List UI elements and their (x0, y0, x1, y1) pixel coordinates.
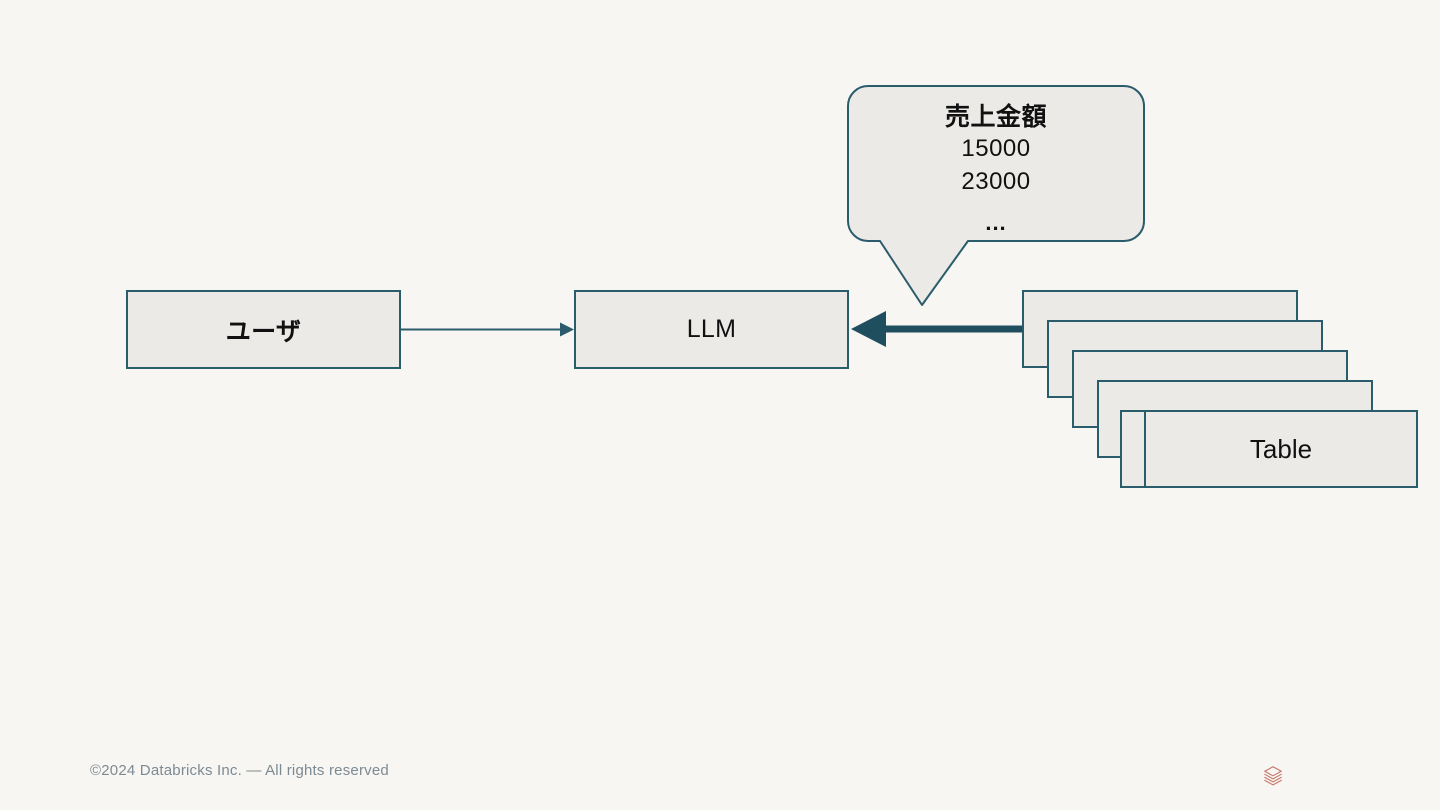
node-llm[interactable]: LLM (574, 290, 849, 369)
callout-ellipsis: ... (985, 210, 1007, 236)
slide-footer: ©2024 Databricks Inc. — All rights reser… (0, 740, 1440, 810)
callout-title: 売上金額 (944, 103, 1047, 131)
node-user[interactable]: ユーザ (126, 290, 401, 369)
table-stack[interactable]: Table (1020, 288, 1420, 490)
callout-bubble-content: 売上金額 15000 23000 ... (848, 86, 1144, 241)
table-card-front[interactable]: Table (1144, 410, 1418, 488)
node-llm-label: LLM (686, 315, 737, 343)
footer-copyright: ©2024 Databricks Inc. — All rights reser… (90, 762, 389, 779)
node-table-label: Table (1249, 433, 1313, 464)
callout-bubble (847, 85, 1145, 306)
databricks-logo (1264, 766, 1282, 786)
callout-value-2: 23000 (961, 167, 1031, 195)
arrow-table-to-llm (851, 311, 1022, 347)
node-user-label: ユーザ (225, 317, 302, 346)
arrow-user-to-llm (401, 322, 574, 337)
callout-value-1: 15000 (961, 135, 1031, 163)
